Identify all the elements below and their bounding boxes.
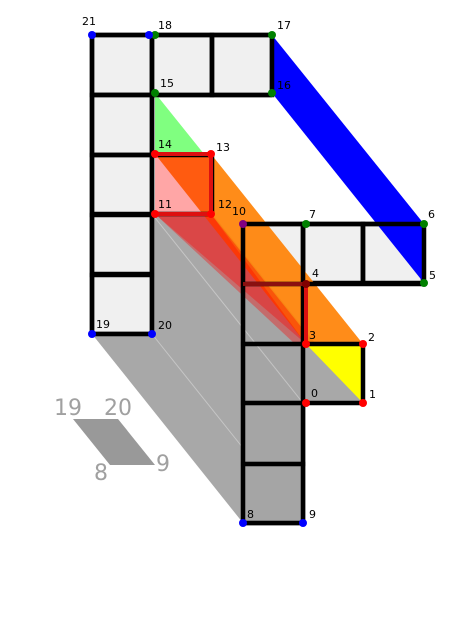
legend-label-19: 19 <box>54 396 82 421</box>
legend-shape <box>73 419 155 465</box>
vertex-19 <box>88 330 96 338</box>
vertex-2 <box>359 340 367 348</box>
vertex-18b <box>145 31 153 39</box>
vertex-label-1: 1 <box>369 388 376 401</box>
vertex-11 <box>151 210 159 218</box>
vertex-label-10: 10 <box>232 205 246 218</box>
vertex-label-21: 21 <box>82 15 96 28</box>
vertex-label-2: 2 <box>368 331 375 344</box>
vertex-0 <box>302 399 310 407</box>
vertex-label-6: 6 <box>428 208 435 221</box>
vertex-label-18: 18 <box>158 19 172 32</box>
vertex-label-14: 14 <box>158 138 172 151</box>
vertex-3 <box>302 340 310 348</box>
orange-band <box>155 154 363 344</box>
vertex-12 <box>207 210 215 218</box>
legend: 19 20 8 9 <box>54 396 170 486</box>
legend-label-20: 20 <box>104 396 132 421</box>
vertex-label-15: 15 <box>160 77 174 90</box>
vertex-20 <box>148 330 156 338</box>
cell <box>89 92 155 158</box>
vertex-10 <box>239 220 247 228</box>
vertex-label-12: 12 <box>218 198 232 211</box>
yellow-triangle <box>306 344 363 403</box>
vertex-label-16: 16 <box>277 79 291 92</box>
gray-face-right <box>152 214 363 523</box>
vertex-label-17: 17 <box>277 19 291 32</box>
red-band-lower <box>155 214 306 344</box>
vertex-9 <box>299 519 307 527</box>
red-band <box>155 154 306 344</box>
legend-label-9: 9 <box>156 452 170 477</box>
vertex-21 <box>88 31 96 39</box>
red-overlay <box>155 152 308 344</box>
vertex-label-9: 9 <box>309 508 316 521</box>
cell <box>89 32 155 98</box>
vertex-label-19: 19 <box>96 318 110 331</box>
green-triangle <box>155 93 204 154</box>
vertex-label-11: 11 <box>158 198 172 211</box>
vertex-1 <box>359 399 367 407</box>
vertex-16 <box>268 89 276 97</box>
vertex-8 <box>239 519 247 527</box>
gray-face-edge <box>151 333 244 449</box>
vertex-label-8: 8 <box>247 508 254 521</box>
vertex-6 <box>420 220 428 228</box>
legend-label-8: 8 <box>94 461 108 486</box>
vertex-4 <box>302 280 310 288</box>
vertex-18 <box>151 31 159 39</box>
vertex-label-4: 4 <box>312 267 319 280</box>
vertex-17 <box>268 31 276 39</box>
cell <box>89 152 155 218</box>
vertex-label-0: 0 <box>311 387 318 400</box>
gray-face-edge <box>151 213 304 404</box>
cell <box>209 32 275 98</box>
vertex-15 <box>151 89 159 97</box>
vertex-label-5: 5 <box>429 269 436 282</box>
vertex-label-3: 3 <box>309 329 316 342</box>
vertex-13 <box>207 150 215 158</box>
vertex-labels: 0 1 2 3 4 5 6 7 8 9 10 11 12 13 14 15 16… <box>82 15 436 521</box>
blue-band <box>272 35 424 283</box>
vertex-label-7: 7 <box>309 208 316 221</box>
vertex-label-20: 20 <box>158 319 172 332</box>
vertices <box>88 31 428 527</box>
vertex-7 <box>302 220 310 228</box>
cell <box>89 212 155 278</box>
vertex-14 <box>151 150 159 158</box>
vertex-label-13: 13 <box>216 141 230 154</box>
vertex-5 <box>420 279 428 287</box>
